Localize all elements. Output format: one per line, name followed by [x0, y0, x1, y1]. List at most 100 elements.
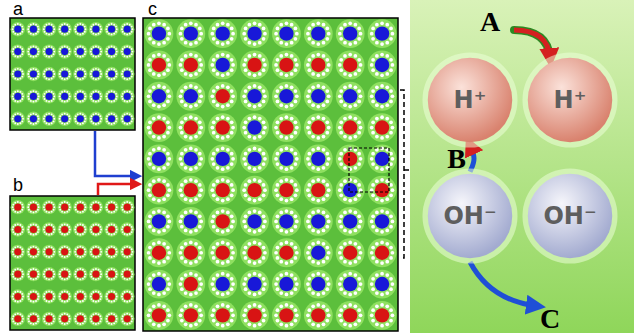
- particle: [58, 112, 72, 126]
- particle: [104, 267, 118, 281]
- particle: [272, 144, 301, 173]
- particle: [304, 113, 333, 142]
- particle: [336, 144, 365, 173]
- particle: [368, 113, 397, 142]
- particle: [176, 270, 205, 299]
- particle: [272, 113, 301, 142]
- particle: [11, 267, 25, 281]
- particle: [304, 270, 333, 299]
- particle: [240, 144, 269, 173]
- particle: [89, 22, 103, 36]
- particle: [73, 200, 87, 214]
- particle: [120, 245, 134, 259]
- particle: [120, 89, 134, 103]
- particle: [176, 207, 205, 236]
- particle-panel: [10, 18, 135, 130]
- particle: [336, 113, 365, 142]
- ion-sphere: H⁺: [422, 52, 518, 148]
- particle: [11, 289, 25, 303]
- particle: [104, 200, 118, 214]
- particle: [58, 44, 72, 58]
- particle: [304, 207, 333, 236]
- particle: [240, 270, 269, 299]
- particle: [73, 245, 87, 259]
- particle: [304, 51, 333, 80]
- particle: [176, 113, 205, 142]
- particle: [272, 270, 301, 299]
- particle: [58, 312, 72, 326]
- particle: [58, 67, 72, 81]
- particle: [176, 51, 205, 80]
- particle: [304, 301, 333, 330]
- particle-panel: [143, 18, 398, 331]
- particle: [26, 89, 40, 103]
- arrow-a: [514, 30, 550, 58]
- particle: [176, 144, 205, 173]
- particle: [120, 267, 134, 281]
- particle: [208, 19, 237, 48]
- particle: [272, 19, 301, 48]
- particle: [120, 22, 134, 36]
- particle: [272, 238, 301, 267]
- particle: [240, 82, 269, 111]
- particle: [104, 222, 118, 236]
- particle: [42, 44, 56, 58]
- particle: [89, 245, 103, 259]
- particle: [368, 19, 397, 48]
- particle: [336, 301, 365, 330]
- particle: [176, 238, 205, 267]
- particle: [26, 245, 40, 259]
- particle: [73, 222, 87, 236]
- particle: [89, 67, 103, 81]
- particle: [89, 89, 103, 103]
- particle: [104, 112, 118, 126]
- arrow-c: [470, 262, 536, 306]
- particle: [58, 289, 72, 303]
- panel-label: a: [13, 0, 23, 18]
- particle: [11, 112, 25, 126]
- particle-panel: [10, 196, 135, 330]
- particle: [120, 67, 134, 81]
- particle: [42, 267, 56, 281]
- particle: [368, 270, 397, 299]
- ion-label: OH⁻: [522, 168, 618, 264]
- particle: [368, 144, 397, 173]
- particle: [104, 44, 118, 58]
- particle: [11, 200, 25, 214]
- particle: [208, 207, 237, 236]
- particle: [272, 301, 301, 330]
- ion-sphere: OH⁻: [522, 168, 618, 264]
- particles: [11, 19, 397, 329]
- particle: [176, 82, 205, 111]
- particle: [73, 89, 87, 103]
- reaction-arrow: [470, 145, 474, 172]
- particle: [120, 200, 134, 214]
- particle: [208, 51, 237, 80]
- particle: [42, 200, 56, 214]
- particle: [145, 19, 174, 48]
- particle: [104, 289, 118, 303]
- particle: [11, 67, 25, 81]
- particle: [26, 200, 40, 214]
- particle: [89, 112, 103, 126]
- particle: [240, 301, 269, 330]
- particle: [26, 289, 40, 303]
- particle: [272, 82, 301, 111]
- particle: [104, 312, 118, 326]
- ion-sphere: OH⁻: [422, 168, 518, 264]
- particle: [336, 51, 365, 80]
- particle: [120, 222, 134, 236]
- particle: [145, 144, 174, 173]
- particle: [42, 89, 56, 103]
- particle: [240, 207, 269, 236]
- particle: [145, 113, 174, 142]
- particle: [304, 82, 333, 111]
- particle: [26, 312, 40, 326]
- particle: [26, 267, 40, 281]
- particle: [240, 19, 269, 48]
- particle: [368, 301, 397, 330]
- particle: [208, 301, 237, 330]
- ion-label: H⁺: [422, 52, 518, 148]
